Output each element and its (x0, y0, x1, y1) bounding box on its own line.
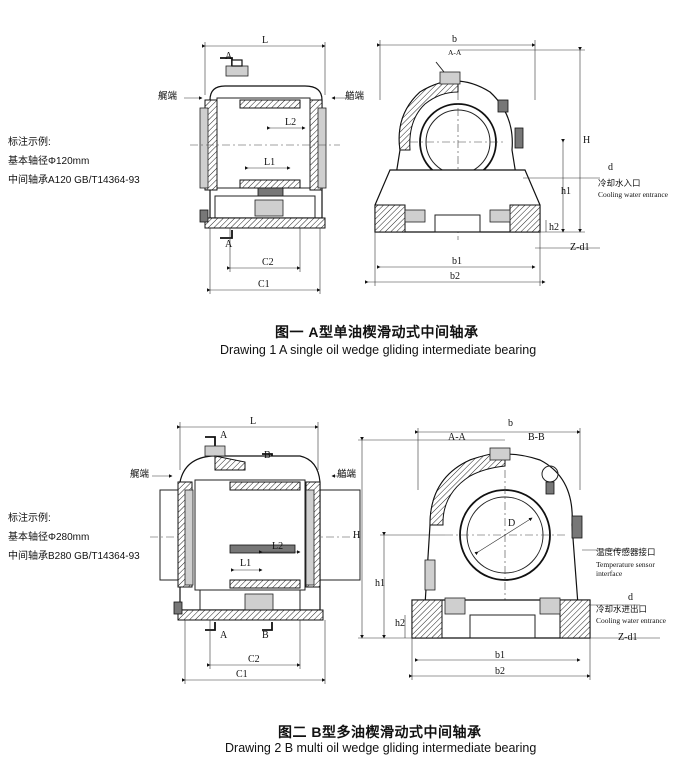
d2-example-bearing: 中间轴承B280 GB/T14364-93 (8, 551, 140, 562)
d2-dim-C1: C1 (236, 669, 248, 680)
d2-dim-L1: L1 (240, 558, 252, 569)
d1-dim-d: d (608, 162, 613, 173)
d2-bow-end-label: 艏端 (337, 469, 357, 480)
d1-section-mark-top: A (225, 51, 233, 62)
d2-dim-C2: C2 (248, 654, 260, 665)
d1-dim-C1: C1 (258, 279, 270, 290)
d2-side-view (150, 422, 361, 684)
d1-bow-end-label: 艏端 (345, 91, 365, 102)
d2-dim-h1: h1 (375, 578, 385, 589)
d1-dim-b: b (452, 34, 457, 45)
d2-temp-sensor-cn: 温度传感器接口 (596, 548, 656, 558)
d2-temp-sensor-en-1: Temperature sensor (596, 560, 655, 569)
d1-stern-end-label: 艉端 (158, 91, 178, 102)
d2-dim-b: b (508, 418, 513, 429)
d2-section-mark-a-bottom: A (220, 630, 228, 641)
d1-example-title: 标注示例: (8, 137, 51, 148)
d2-section-view-b: B-B (528, 432, 545, 443)
d2-dim-Zd1: Z-d1 (618, 632, 638, 643)
d1-front-view (365, 40, 600, 286)
d1-dim-L1: L1 (264, 157, 276, 168)
d2-caption-cn: 图二 B型多油楔滑动式中间轴承 (278, 724, 482, 740)
d1-dim-h2: h2 (549, 222, 559, 233)
d1-dim-Zd1: Z-d1 (570, 242, 590, 253)
d1-dim-h1: h1 (561, 186, 571, 197)
d2-dim-d: d (628, 592, 633, 603)
d2-caption-en: Drawing 2 B multi oil wedge gliding inte… (225, 741, 537, 755)
d1-cooling-label-cn: 冷却水入口 (598, 179, 641, 189)
d1-dim-L: L (262, 35, 269, 46)
d1-caption-en: Drawing 1 A single oil wedge gliding int… (220, 343, 537, 357)
d1-dim-b2: b2 (450, 271, 460, 282)
d2-cooling-label-cn: 冷却水进出口 (596, 605, 648, 615)
d1-dim-H: H (583, 135, 591, 146)
d1-caption-cn: 图一 A型单油楔滑动式中间轴承 (275, 324, 479, 340)
d2-temp-sensor-en-2: interface (596, 569, 623, 578)
d2-dim-L: L (250, 416, 257, 427)
d1-dim-L2: L2 (285, 117, 297, 128)
d2-section-view-a: A-A (448, 432, 466, 443)
d2-dim-h2: h2 (395, 618, 405, 629)
d1-side-view (184, 42, 350, 294)
d1-section-view-label: A-A (448, 48, 462, 57)
d2-dim-D: D (508, 518, 516, 529)
d1-example-shaft: 基本轴径Φ120mm (8, 156, 90, 167)
d2-stern-end-label: 艉端 (130, 469, 150, 480)
d2-front-view (358, 428, 660, 680)
d2-dim-b1: b1 (495, 650, 505, 661)
d1-section-mark-bottom: A (225, 239, 233, 250)
d2-dim-H: H (353, 530, 361, 541)
d2-section-mark-b-bottom: B (262, 630, 269, 641)
d2-cooling-label-en: Cooling water entrance (596, 616, 666, 625)
d1-example-bearing: 中间轴承A120 GB/T14364-93 (8, 175, 140, 186)
d2-dim-b2: b2 (495, 666, 505, 677)
d2-section-mark-b-top: B (264, 450, 271, 461)
d1-cooling-label-en: Cooling water entrance (598, 190, 668, 199)
d2-dim-L2: L2 (272, 541, 284, 552)
d1-dim-C2: C2 (262, 257, 274, 268)
d2-example-title: 标注示例: (8, 513, 51, 524)
d2-section-mark-a-top: A (220, 430, 228, 441)
d2-example-shaft: 基本轴径Φ280mm (8, 532, 90, 543)
d1-dim-b1: b1 (452, 256, 462, 267)
